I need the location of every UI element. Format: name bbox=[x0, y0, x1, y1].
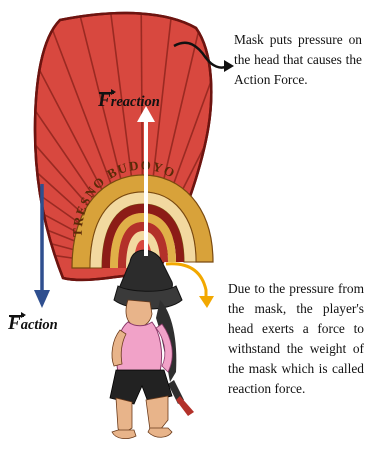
reaction-force-symbol: F bbox=[98, 90, 111, 112]
action-force-note: Mask puts pressure on the head that caus… bbox=[234, 30, 362, 90]
reaction-force-subscript: reaction bbox=[111, 94, 160, 110]
action-force-subscript: action bbox=[21, 317, 58, 333]
mask-stripe bbox=[200, 92, 368, 227]
mask-stripe bbox=[208, 154, 368, 242]
mask-stripe bbox=[213, 258, 368, 266]
mask-stripe bbox=[212, 222, 368, 257]
mask-stripe bbox=[204, 122, 368, 234]
reaction-force-label: Freaction bbox=[98, 90, 160, 112]
player-figure bbox=[110, 300, 194, 439]
reaction-force-note: Due to the pressure from the mask, the p… bbox=[228, 279, 364, 399]
mask-stripe bbox=[210, 187, 368, 249]
action-force-symbol: F bbox=[8, 313, 21, 335]
action-force-label: Faction bbox=[8, 313, 58, 335]
